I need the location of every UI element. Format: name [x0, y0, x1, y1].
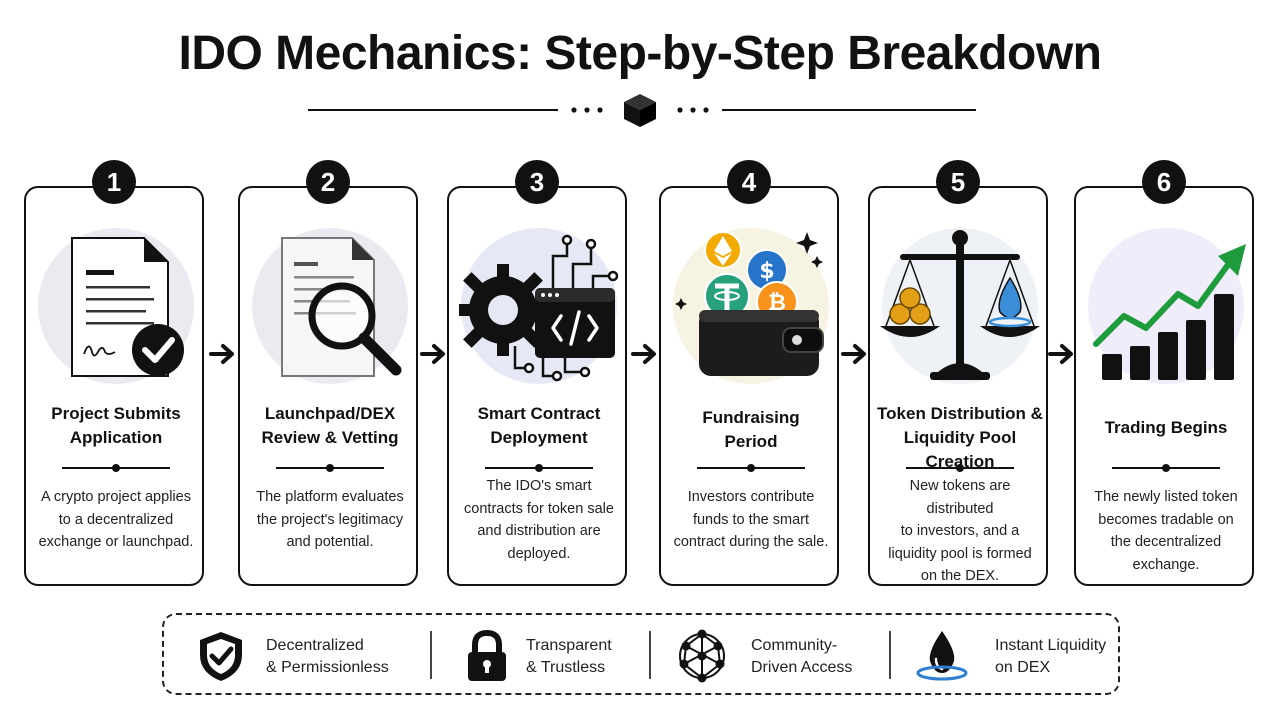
padlock-icon [468, 629, 506, 681]
feature-label: & Trustless [526, 659, 606, 676]
feature-community: Community- Driven Access [651, 615, 889, 693]
step-number-badge: 3 [515, 160, 559, 204]
page-title: IDO Mechanics: Step-by-Step Breakdown [178, 27, 1102, 80]
feature-transparent: Transparent & Trustless [432, 615, 650, 693]
step-number-badge: 2 [306, 160, 350, 204]
step-title: Trading Begins [1104, 418, 1228, 437]
feature-label: Community- [751, 637, 838, 654]
feature-label: Instant Liquidity [995, 637, 1107, 654]
feature-label: Transparent [526, 637, 612, 654]
feature-separator [649, 631, 651, 679]
cube-icon [624, 94, 656, 127]
svg-text:₿: ₿ [768, 291, 786, 316]
step-number-badge: 4 [727, 160, 771, 204]
step-number-badge: 5 [936, 160, 980, 204]
feature-separator [430, 631, 432, 679]
feature-separator [889, 631, 891, 679]
step-title: Token Distribution &Liquidity Pool Creat… [877, 404, 1043, 471]
features-bar: Decentralized & Permissionless Transparen… [162, 613, 1120, 695]
document-search-icon [252, 228, 408, 384]
feature-label: Driven Access [751, 659, 853, 676]
signed-document-icon [38, 228, 194, 384]
crypto-wallet-icon: $ ₿ [673, 228, 829, 384]
feature-label: & Permissionless [266, 659, 389, 676]
flow-arrow [631, 344, 656, 364]
feature-label: Decentralized [266, 637, 364, 654]
feature-liquidity: Instant Liquidity on DEX [891, 615, 1118, 693]
growth-chart-icon [1088, 228, 1246, 384]
step-number-badge: 6 [1142, 160, 1186, 204]
step-number-badge: 1 [92, 160, 136, 204]
title-divider [308, 94, 976, 127]
flow-arrow [209, 344, 234, 364]
flow-arrow [420, 344, 445, 364]
step-card-5: 5 Token Distribution &Liquidity Pool Cre… [868, 160, 1048, 586]
network-icon [679, 629, 725, 683]
water-drop-icon [916, 631, 968, 681]
flow-arrow [841, 344, 866, 364]
flow-arrow [1048, 344, 1073, 364]
shield-check-icon [200, 632, 242, 681]
feature-decentralized: Decentralized & Permissionless [164, 615, 430, 693]
feature-label: on DEX [995, 659, 1051, 676]
svg-text:$: $ [759, 259, 774, 284]
gear-code-icon [459, 228, 619, 384]
balance-scale-icon [880, 228, 1040, 384]
